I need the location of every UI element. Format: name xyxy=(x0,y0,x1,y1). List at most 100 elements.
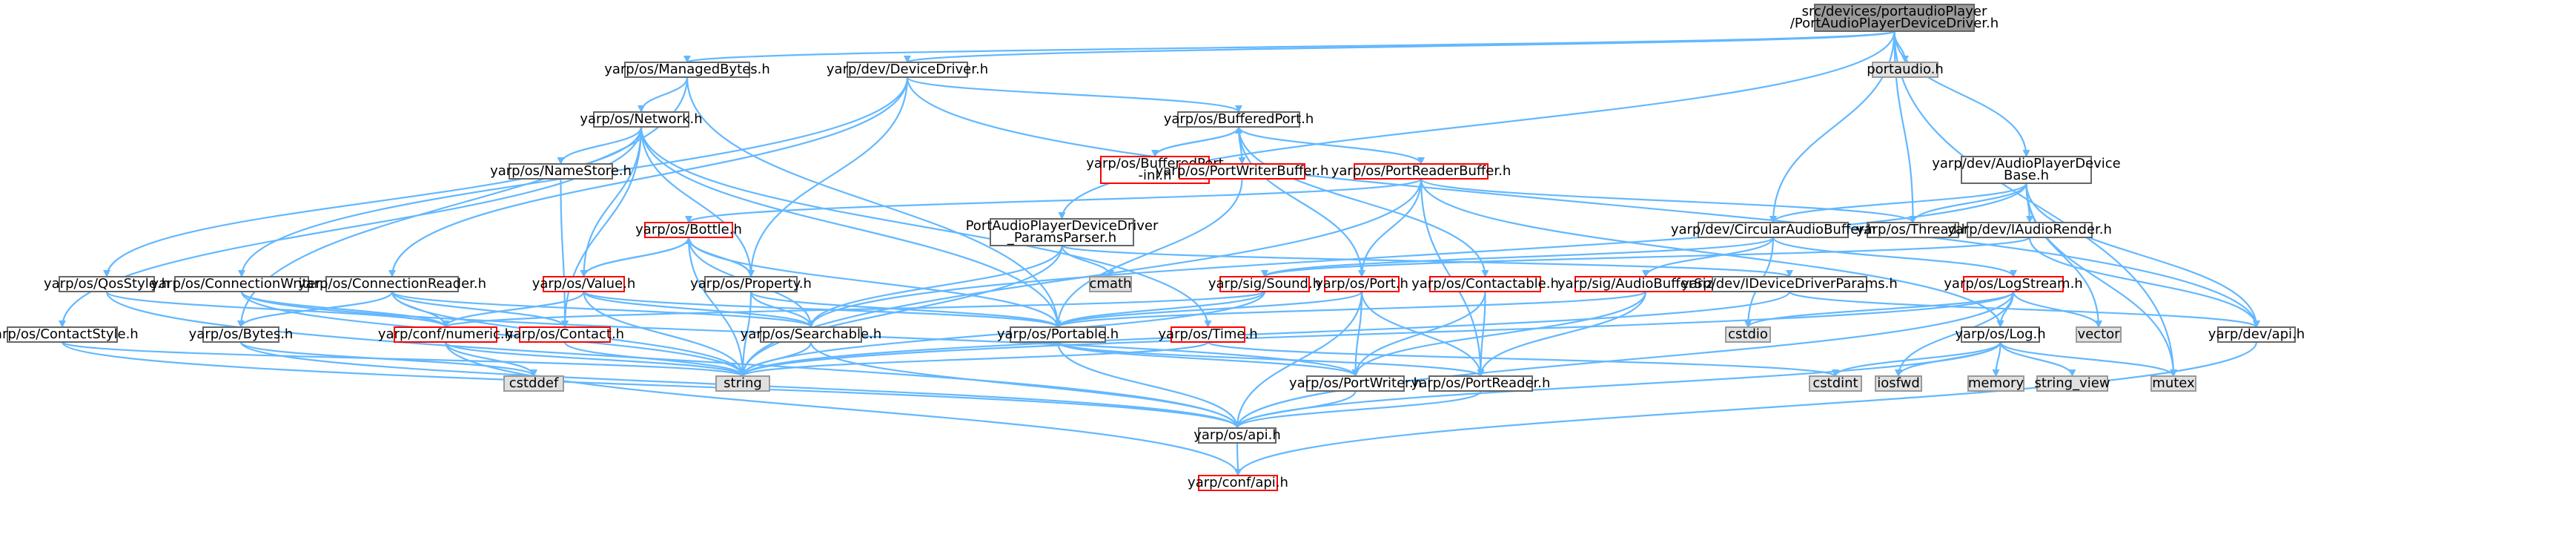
edge-devicedriver-to-devapi xyxy=(906,76,2260,328)
node-yarp-os-bottle-h[interactable]: yarp/os/Bottle.h xyxy=(635,222,742,238)
node-yarp-os-bufferedport-h[interactable]: yarp/os/BufferedPort.h xyxy=(1164,111,1314,128)
node-box xyxy=(503,375,564,392)
node-yarp-os-portwriter-h[interactable]: yarp/os/PortWriter.h xyxy=(1289,375,1422,392)
node-label: -inl.h xyxy=(1138,168,1171,183)
node-mutex[interactable]: mutex xyxy=(2150,375,2196,392)
node-memory[interactable]: memory xyxy=(1967,375,2024,392)
node-yarp-os-portreader-h[interactable]: yarp/os/PortReader.h xyxy=(1411,375,1551,392)
node-yarp-os-value-h[interactable]: yarp/os/Value.h xyxy=(532,276,636,292)
node-yarp-os-searchable-h[interactable]: yarp/os/Searchable.h xyxy=(741,326,882,343)
node-box xyxy=(1306,375,1405,392)
node-label: yarp/os/Time.h xyxy=(1158,326,1257,342)
edge-portable-to-portwriter xyxy=(1056,341,1360,378)
node-box xyxy=(1698,222,1849,238)
edge-idevicedriverparams-to-devapi xyxy=(1788,290,2260,329)
node-portaudio-h[interactable]: portaudio.h xyxy=(1867,62,1944,78)
edge-confnumeric-to-confapi xyxy=(444,341,1242,476)
node-label: yarp/os/Contactable.h xyxy=(1411,276,1559,292)
node-yarp-os-api-h[interactable]: yarp/os/api.h xyxy=(1193,427,1281,444)
node-label: yarp/os/ContactStyle.h xyxy=(0,326,139,342)
node-yarp-conf-api-h[interactable]: yarp/conf/api.h xyxy=(1188,475,1288,491)
node-yarp-os-port-h[interactable]: yarp/os/Port.h xyxy=(1315,276,1408,292)
edge-sound-to-portable xyxy=(1054,291,1266,328)
node-yarp-os-managedbytes-h[interactable]: yarp/os/ManagedBytes.h xyxy=(604,62,770,78)
node-src-devices-portaudioplayer-portaudioplayerdevicedriver-h[interactable]: src/devices/portaudioPlayer/PortAudioPla… xyxy=(1790,4,1999,32)
node-yarp-os-portable-h[interactable]: yarp/os/Portable.h xyxy=(997,326,1119,343)
edge-searchable-to-string xyxy=(739,341,812,377)
edge-logstream-to-osapi xyxy=(1234,291,2015,429)
edge-time-to-cstdint xyxy=(1207,341,1839,378)
node-yarp-os-property-h[interactable]: yarp/os/Property.h xyxy=(690,276,812,292)
node-label: /PortAudioPlayerDeviceDriver.h xyxy=(1790,16,1999,31)
edge-log-to-cstdint xyxy=(1832,341,2001,377)
node-label: yarp/os/QosStyle.h xyxy=(44,276,170,292)
node-box xyxy=(59,276,155,292)
node-label: portaudio.h xyxy=(1867,62,1944,77)
edge-contactable-to-portreader xyxy=(1477,291,1486,377)
edge-logstream-to-vector xyxy=(2012,291,2102,328)
edge-portwriterbuffer-to-portable xyxy=(1054,178,1243,328)
node-yarp-os-thread-h[interactable]: yarp/os/Thread.h xyxy=(1856,222,1970,238)
node-box xyxy=(394,326,497,343)
node-yarp-os-qosstyle-h[interactable]: yarp/os/QosStyle.h xyxy=(44,276,170,292)
edge-devicedriver-to-property xyxy=(747,76,909,277)
edge-iaudiorender-to-devapi xyxy=(2028,237,2260,328)
node-yarp-os-connectionwriter-h[interactable]: yarp/os/ConnectionWriter.h xyxy=(150,276,333,292)
node-yarp-conf-numeric-h[interactable]: yarp/conf/numeric.h xyxy=(378,326,513,343)
node-yarp-os-bytes-h[interactable]: yarp/os/Bytes.h xyxy=(189,326,294,343)
node-label: cstddef xyxy=(509,375,559,391)
node-yarp-os-network-h[interactable]: yarp/os/Network.h xyxy=(580,111,703,128)
node-cmath[interactable]: cmath xyxy=(1089,276,1132,292)
edge-devicedriver-to-connectionreader xyxy=(388,76,909,277)
node-yarp-os-contactable-h[interactable]: yarp/os/Contactable.h xyxy=(1411,276,1559,292)
node-yarp-os-portwriterbuffer-h[interactable]: yarp/os/PortWriterBuffer.h xyxy=(1156,163,1329,180)
node-yarp-os-connectionreader-h[interactable]: yarp/os/ConnectionReader.h xyxy=(298,276,486,292)
edge-root-to-circularaudiobuffer xyxy=(1769,30,1895,223)
node-string[interactable]: string xyxy=(715,375,770,392)
edge-portable-to-osapi xyxy=(1056,341,1241,429)
node-box xyxy=(1809,375,1862,392)
node-label: string_view xyxy=(2034,375,2110,391)
node-box xyxy=(1179,163,1305,180)
node-yarp-os-namestore-h[interactable]: yarp/os/NameStore.h xyxy=(490,163,632,180)
node-cstddef[interactable]: cstddef xyxy=(503,375,564,392)
edge-osapi-to-confapi xyxy=(1234,442,1242,476)
node-box xyxy=(519,326,611,343)
node-label: yarp/dev/IDeviceDriverParams.h xyxy=(1681,276,1898,292)
edge-sound-to-confnumeric xyxy=(442,290,1266,329)
node-label: PortAudioPlayerDeviceDriver xyxy=(966,218,1159,234)
edge-network-to-namestore xyxy=(557,126,643,165)
node-yarp-dev-devicedriver-h[interactable]: yarp/dev/DeviceDriver.h xyxy=(827,62,988,78)
node-yarp-dev-circularaudiobuffer-h[interactable]: yarp/dev/CircularAudioBuffer.h xyxy=(1671,222,1875,238)
node-yarp-os-contact-h[interactable]: yarp/os/Contact.h xyxy=(506,326,624,343)
node-yarp-os-time-h[interactable]: yarp/os/Time.h xyxy=(1158,326,1258,343)
edge-network-to-time xyxy=(640,126,1212,328)
edge-connectionreader-to-searchable xyxy=(391,290,815,329)
node-label: yarp/os/LogStream.h xyxy=(1944,276,2082,292)
node-box xyxy=(1967,375,2024,392)
node-cstdio[interactable]: cstdio xyxy=(1725,326,1771,343)
node-portaudioplayerdevicedriver-paramsparser-h[interactable]: PortAudioPlayerDeviceDriver_ParamsParser… xyxy=(966,218,1159,246)
edge-portreaderbuffer-to-log xyxy=(1420,178,2004,328)
node-yarp-os-logstream-h[interactable]: yarp/os/LogStream.h xyxy=(1944,276,2083,292)
node-label: yarp/os/Network.h xyxy=(580,111,702,127)
node-yarp-dev-api-h[interactable]: yarp/dev/api.h xyxy=(2208,326,2305,343)
node-cstdint[interactable]: cstdint xyxy=(1809,375,1862,392)
node-yarp-dev-iaudiorender-h[interactable]: yarp/dev/IAudioRender.h xyxy=(1947,222,2112,238)
node-label: yarp/os/Log.h xyxy=(1955,326,2045,342)
node-label: yarp/os/Value.h xyxy=(532,276,636,292)
node-yarp-os-portreaderbuffer-h[interactable]: yarp/os/PortReaderBuffer.h xyxy=(1331,163,1512,180)
node-yarp-os-contactstyle-h[interactable]: yarp/os/ContactStyle.h xyxy=(0,326,139,343)
node-yarp-sig-sound-h[interactable]: yarp/sig/Sound.h xyxy=(1208,276,1321,292)
node-string-view[interactable]: string_view xyxy=(2034,375,2110,392)
edge-confnumeric-to-string xyxy=(444,341,746,378)
node-vector[interactable]: vector xyxy=(2076,326,2122,343)
node-yarp-os-log-h[interactable]: yarp/os/Log.h xyxy=(1955,326,2046,343)
node-label: yarp/os/Port.h xyxy=(1315,276,1408,292)
node-iosfwd[interactable]: iosfwd xyxy=(1875,375,1922,392)
node-yarp-dev-idevicedriverparams-h[interactable]: yarp/dev/IDeviceDriverParams.h xyxy=(1681,276,1898,292)
node-label: yarp/conf/api.h xyxy=(1188,475,1288,490)
node-label: yarp/os/Property.h xyxy=(690,276,812,292)
node-label: yarp/os/ConnectionReader.h xyxy=(298,276,486,292)
